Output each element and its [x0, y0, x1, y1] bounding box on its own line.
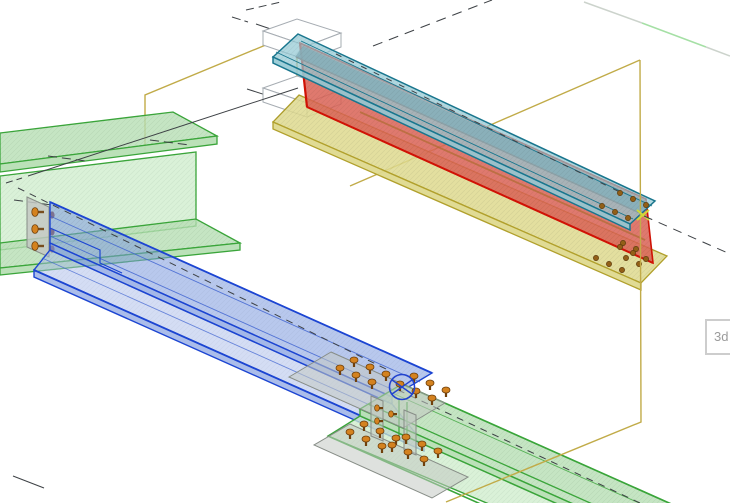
plate-girder-dashes — [335, 53, 625, 195]
bolt[interactable] — [391, 434, 401, 445]
reference-line-right — [643, 215, 730, 255]
bottom-flange-plate-yellow[interactable] — [271, 94, 669, 291]
bolt[interactable] — [31, 207, 44, 217]
bolt-hole — [599, 203, 605, 209]
bolt[interactable] — [365, 363, 375, 374]
bolt[interactable] — [387, 441, 397, 452]
bolt[interactable] — [31, 224, 44, 234]
bolt-hole — [612, 209, 618, 215]
background-axis-line — [583, 1, 730, 57]
bolt[interactable] — [345, 428, 355, 439]
bolt[interactable] — [367, 378, 377, 389]
bolt-hole — [606, 261, 612, 267]
bolt-hole — [623, 255, 629, 261]
bolt[interactable] — [335, 364, 345, 375]
bolt-hole — [643, 202, 649, 208]
bolt[interactable] — [425, 379, 435, 390]
bolt[interactable] — [409, 372, 419, 383]
bolt[interactable] — [441, 386, 451, 397]
blue-beam-inner-lines — [17, 187, 433, 445]
bolt[interactable] — [401, 433, 411, 444]
bolt[interactable] — [349, 356, 359, 367]
bolt[interactable] — [381, 370, 391, 381]
bolt[interactable] — [31, 241, 44, 251]
bolt-hole — [620, 240, 626, 246]
bolt[interactable] — [419, 455, 429, 466]
end-plate-bolts[interactable] — [31, 207, 55, 253]
bolt[interactable] — [388, 410, 397, 418]
continuation-beam-green[interactable] — [326, 383, 705, 503]
bolt-hole — [625, 215, 631, 221]
bolt[interactable] — [374, 404, 383, 412]
bolt[interactable] — [359, 420, 369, 431]
bolt[interactable] — [375, 427, 385, 438]
bolt[interactable] — [377, 442, 387, 453]
top-flange-plate-cyan[interactable] — [271, 33, 657, 232]
bolt-hole — [617, 190, 623, 196]
work-plane-box-front[interactable] — [445, 59, 642, 503]
snap-marker — [636, 209, 650, 221]
bolt[interactable] — [403, 448, 413, 459]
bolt-hole — [630, 250, 636, 256]
bolt-hole — [619, 267, 625, 273]
bolt[interactable] — [361, 435, 371, 446]
bolt-hole — [630, 196, 636, 202]
bolt-hole — [633, 246, 639, 252]
view-name-label: 3d — [705, 319, 730, 355]
bolt[interactable] — [427, 394, 437, 405]
bolt[interactable] — [351, 371, 361, 382]
bolt[interactable] — [417, 440, 427, 451]
bolt[interactable] — [374, 417, 383, 425]
bolt-hole — [643, 256, 649, 262]
bolt[interactable] — [433, 447, 443, 458]
bolt-hole — [593, 255, 599, 261]
bolt-hole — [617, 244, 623, 250]
splice-bolts[interactable] — [335, 356, 451, 466]
connection-symbol[interactable] — [388, 373, 416, 401]
bolt[interactable] — [395, 380, 405, 391]
bolt-holes — [593, 190, 649, 273]
